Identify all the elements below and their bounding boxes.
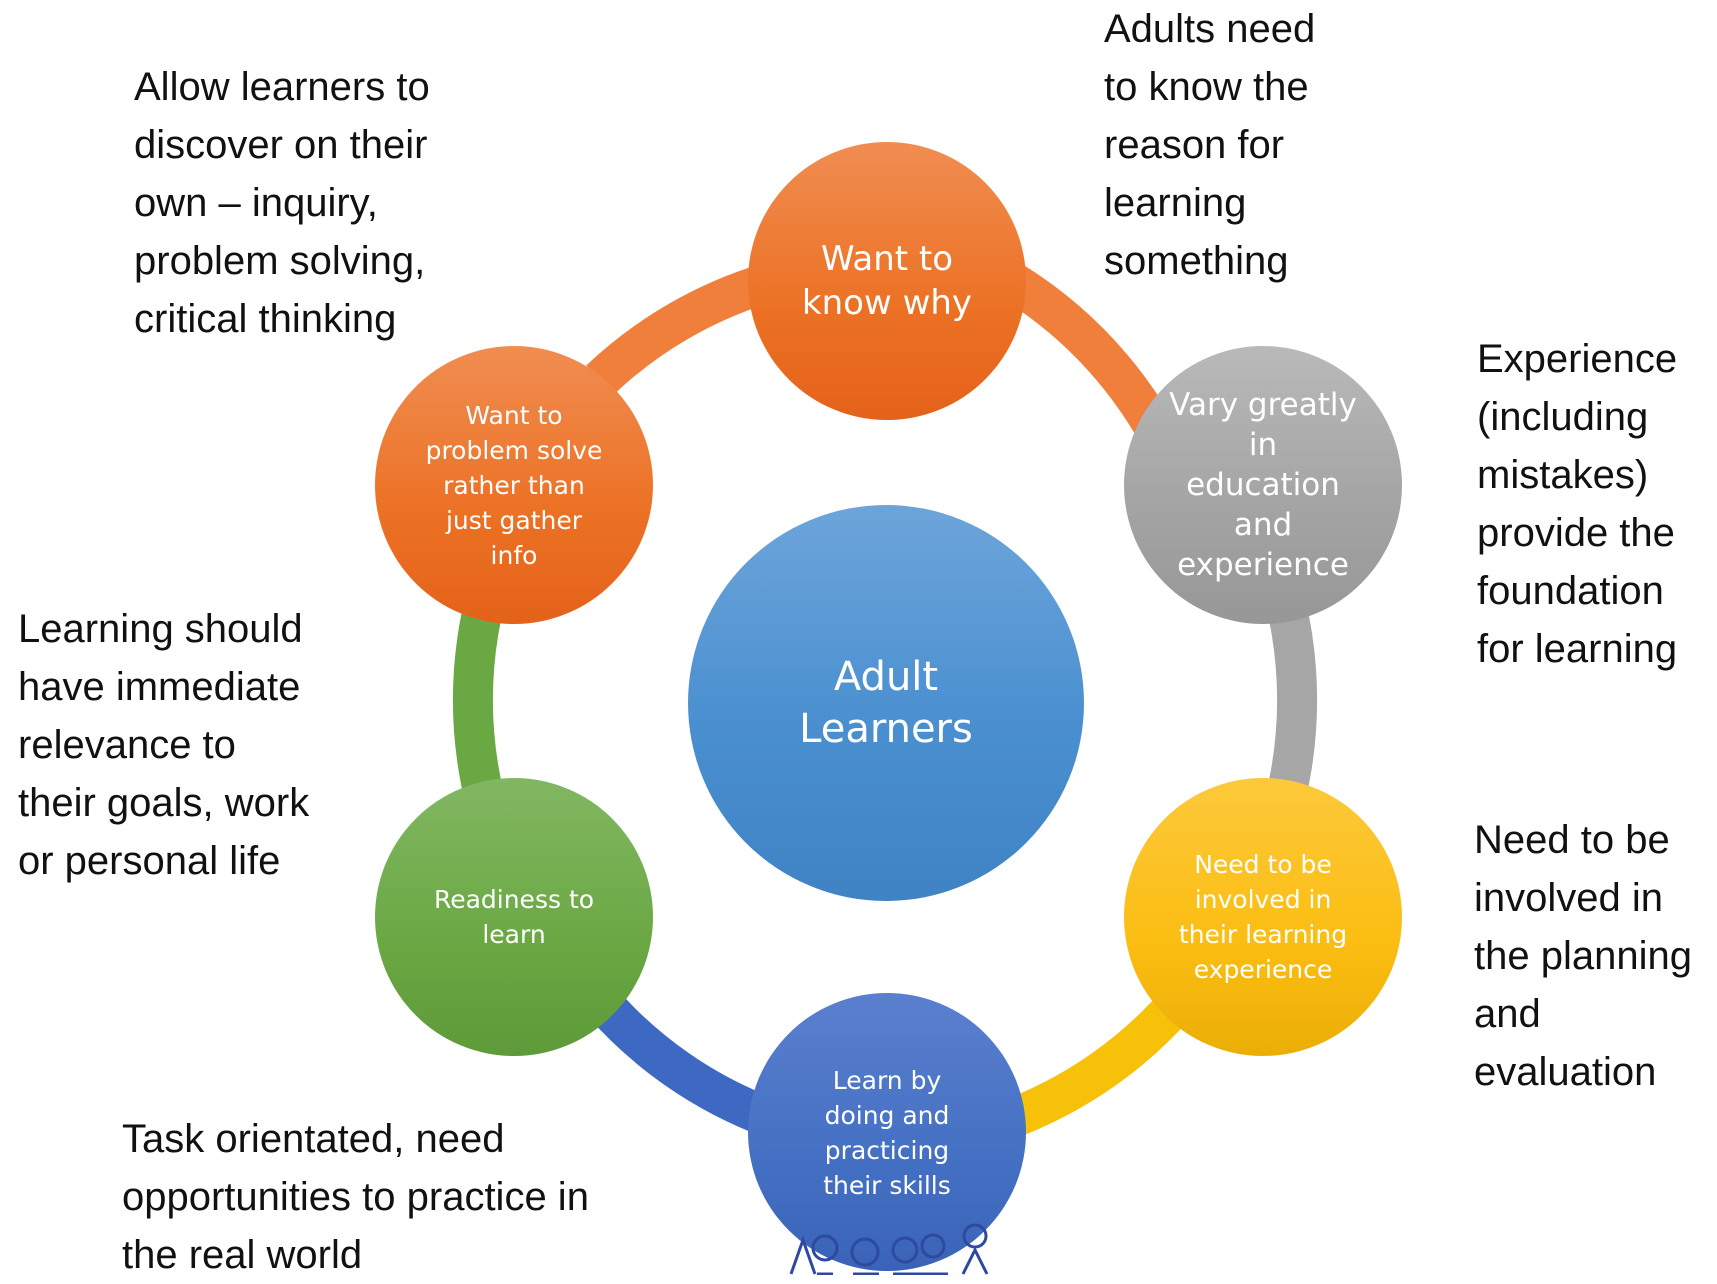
note-left: Learning should have immediate relevance…	[18, 607, 310, 883]
node-vary-greatly: Vary greatly in education and experience	[1124, 346, 1402, 624]
node-label: Readiness to learn	[433, 885, 595, 949]
note-bottom-left: Task orientated, need opportunities to p…	[122, 1117, 589, 1277]
note-top-left: Allow learners to discover on their own …	[134, 65, 430, 341]
ring-arc-top-left	[586, 262, 776, 395]
node-want-to-know-why: Want to know why	[748, 142, 1026, 420]
note-right-lower: Need to be involved in the planning and …	[1474, 818, 1692, 1094]
ring-arc-bottom-left	[584, 986, 778, 1137]
node-label: Learn by doing and practicing their skil…	[823, 1066, 951, 1200]
clipart-logo-icon	[789, 1223, 989, 1275]
node-label: Want to know why	[801, 239, 973, 323]
ring-arc-bottom-right	[1005, 986, 1196, 1137]
note-right-upper: Experience (including mistakes) provide …	[1477, 337, 1678, 671]
node-readiness-to-learn: Readiness to learn	[375, 778, 653, 1056]
ring-arc-right	[1265, 595, 1318, 805]
node-need-to-be-involved: Need to be involved in their learning ex…	[1124, 778, 1402, 1056]
ring-arc-left	[452, 595, 505, 805]
node-want-to-problem-solve: Want to problem solve rather than just g…	[375, 346, 653, 624]
center-node-adult-learners: Adult Learners	[688, 505, 1084, 901]
note-top-right: Adults need to know the reason for learn…	[1104, 7, 1316, 283]
center-node-label: Adult Learners	[799, 654, 973, 752]
node-label: Need to be involved in their learning ex…	[1178, 850, 1348, 984]
node-label: Vary greatly in education and experience	[1169, 387, 1357, 583]
node-label: Want to problem solve rather than just g…	[425, 400, 603, 570]
